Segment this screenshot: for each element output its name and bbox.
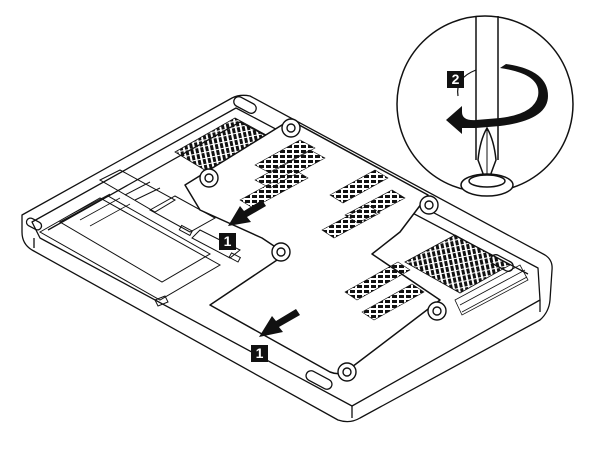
screw-icon xyxy=(427,301,447,321)
arrow-icon xyxy=(228,200,266,226)
screwdriver-icon xyxy=(460,16,514,197)
arrow-icon xyxy=(259,309,300,337)
step-number: 1 xyxy=(256,345,264,361)
cover-vent-slots xyxy=(239,139,425,321)
step-label-turn: 2 xyxy=(447,71,464,88)
screw-icon xyxy=(199,168,219,188)
screw-icon xyxy=(281,118,301,138)
chassis-vents xyxy=(174,117,529,316)
screwdriver-callout: 2 xyxy=(396,15,574,197)
step-label-lower: 1 xyxy=(251,345,268,362)
step-number: 2 xyxy=(452,71,460,87)
screws xyxy=(199,118,447,382)
screw-icon xyxy=(271,242,291,262)
step-number: 1 xyxy=(224,233,232,249)
screw-icon xyxy=(337,362,357,382)
base-cover xyxy=(184,119,441,375)
step-label-upper: 1 xyxy=(219,233,236,250)
screw-icon xyxy=(419,195,439,215)
slide-arrows xyxy=(228,200,300,337)
internal-components xyxy=(38,169,242,307)
